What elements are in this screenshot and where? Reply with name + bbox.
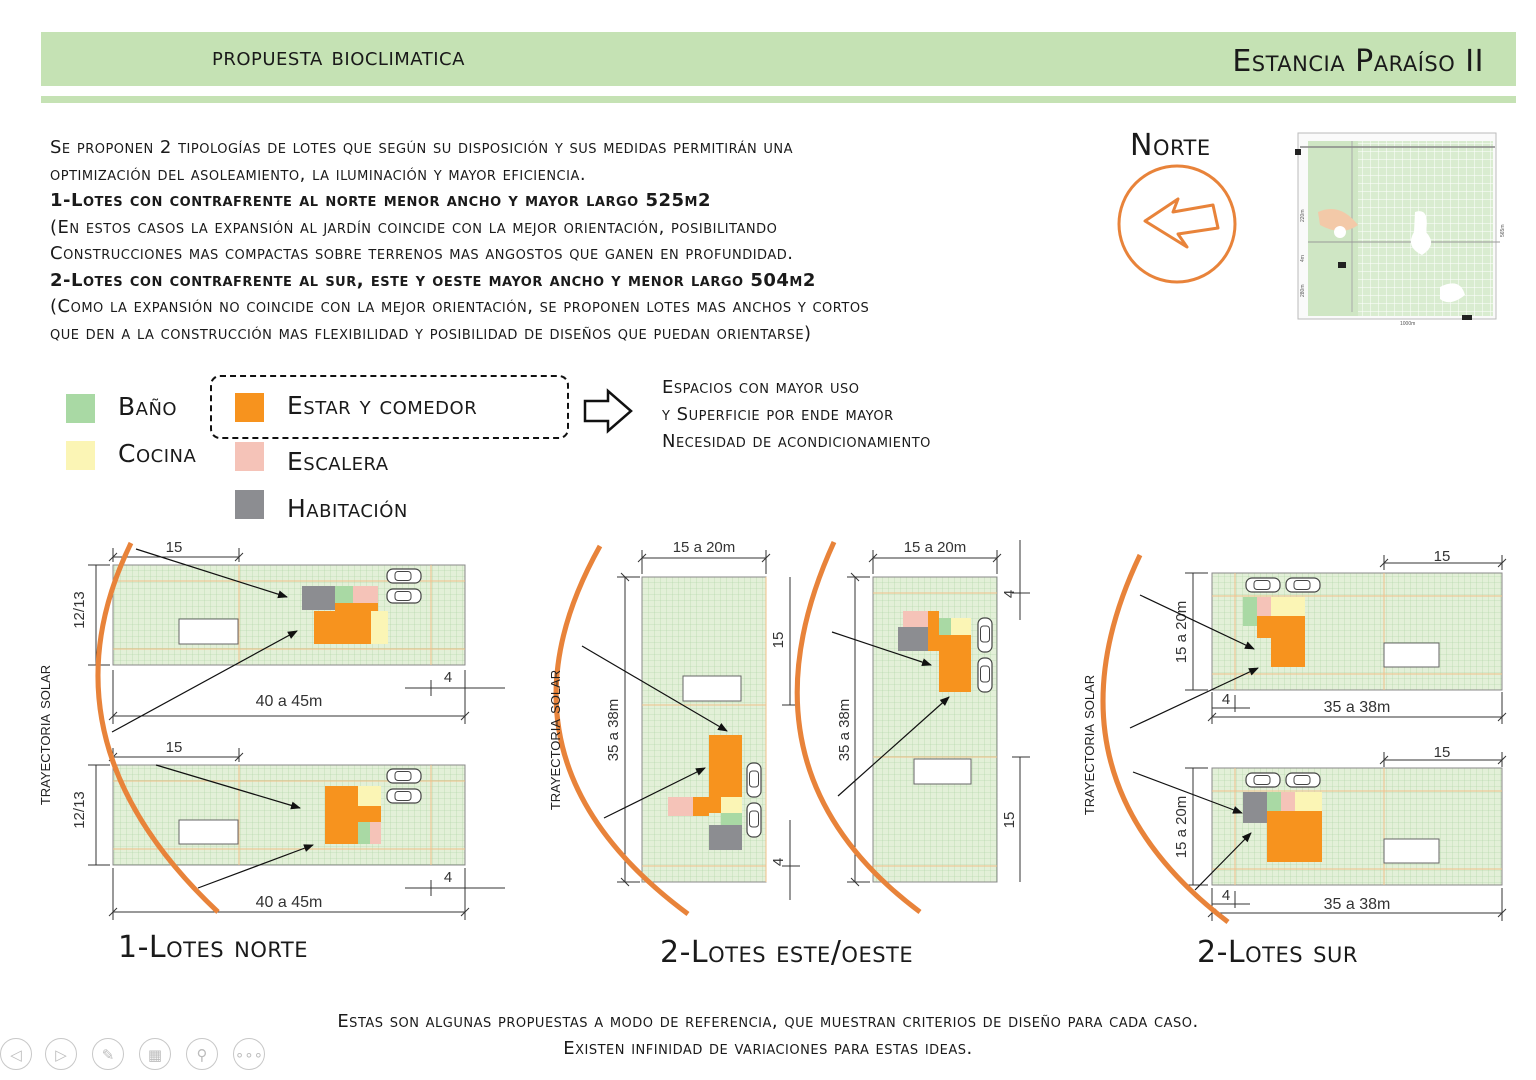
prev-slide-icon[interactable]: ◁ xyxy=(0,1038,32,1070)
footer-text: Estas son algunas propuestas a modo de r… xyxy=(0,1008,1536,1062)
legend-label-cocina: Cocina xyxy=(118,439,197,468)
note-line: y Superficie por ende mayor xyxy=(662,404,894,425)
dim-label: 4 xyxy=(444,869,452,886)
dim-label: 40 a 45m xyxy=(256,693,323,710)
header-band xyxy=(41,32,1516,86)
dim-label: 4 xyxy=(444,669,452,686)
intro-line: Construcciones mas compactas sobre terre… xyxy=(50,243,794,264)
dim-label: 15 a 20m xyxy=(1173,796,1190,859)
caption-lotes-sur: 2-Lotes sur xyxy=(1197,935,1358,970)
dim-label: 4 xyxy=(1222,887,1230,904)
caption-lotes-norte: 1-Lotes norte xyxy=(118,930,309,965)
dim-label: 12/13 xyxy=(71,791,88,829)
header-right-title: Estancia Paraíso II xyxy=(1232,44,1484,79)
dim-label: 15 xyxy=(1434,548,1451,565)
diagram-lotes-norte: 15 15 12/13 12/13 40 a 45m 4 40 a 45m 4 … xyxy=(34,539,505,920)
legend-label-estar: Estar y comedor xyxy=(287,391,478,420)
site-dim-label: 4m xyxy=(1300,255,1306,262)
note-line: Espacios con mayor uso xyxy=(662,377,860,398)
slides-grid-icon[interactable]: ▦ xyxy=(139,1038,171,1070)
intro-text: Se proponen 2 tipologías de lotes que se… xyxy=(50,135,1060,347)
dim-label: 4 xyxy=(1001,590,1018,598)
legend-highlight-box xyxy=(210,375,569,439)
header-left-title: propuesta bioclimatica xyxy=(212,42,465,72)
solar-trajectory-label: trayectoria solar xyxy=(34,665,54,805)
next-slide-icon[interactable]: ▷ xyxy=(45,1038,77,1070)
intro-line: optimización del asoleamiento, la ilumin… xyxy=(50,163,587,185)
arrow-right-icon xyxy=(583,388,633,434)
dim-label: 4 xyxy=(1222,691,1230,708)
legend-swatch-escalera xyxy=(235,442,264,471)
intro-line: 2-Lotes con contrafrente al sur, este y … xyxy=(50,269,816,291)
intro-line: que den a la construcción mas flexibilid… xyxy=(50,322,812,344)
legend-label-habitacion: Habitación xyxy=(287,494,408,523)
presentation-nav: ◁ ▷ ✎ ▦ ⚲ ∘∘∘ xyxy=(0,1038,280,1074)
legend-swatch-estar xyxy=(235,393,264,422)
dim-label: 15 a 20m xyxy=(904,539,967,556)
legend-label-bano: Baño xyxy=(118,392,178,421)
dim-label: 12/13 xyxy=(71,591,88,629)
dim-label: 15 xyxy=(770,632,787,649)
dim-label: 4 xyxy=(770,858,787,866)
dim-label: 15 a 20m xyxy=(673,539,736,556)
caption-lotes-este-oeste: 2-Lotes este/oeste xyxy=(660,935,914,970)
intro-line: Se proponen 2 tipologías de lotes que se… xyxy=(50,137,794,158)
footer-line: Estas son algunas propuestas a modo de r… xyxy=(337,1011,1199,1032)
header-rule xyxy=(41,96,1516,103)
more-options-icon[interactable]: ∘∘∘ xyxy=(233,1038,265,1070)
dim-label: 15 xyxy=(166,739,183,756)
dim-label: 15 a 20m xyxy=(1173,601,1190,664)
legend-swatch-habitacion xyxy=(235,490,264,519)
dim-label: 15 xyxy=(1434,744,1451,761)
dim-label: 35 a 38m xyxy=(605,699,622,762)
legend-swatch-bano xyxy=(66,394,95,423)
site-dim-label: 280m xyxy=(1300,284,1306,297)
dim-label: 15 xyxy=(1001,812,1018,829)
legend-swatch-cocina xyxy=(66,441,95,470)
intro-line: 1-Lotes con contrafrente al norte menor … xyxy=(50,190,711,211)
site-plan-thumbnail: 220m 4m 280m 565m 1000m xyxy=(1295,132,1506,327)
dim-label: 35 a 38m xyxy=(1324,699,1391,716)
site-dim-label: 220m xyxy=(1300,209,1306,222)
intro-line: (Como la expansión no coincide con la me… xyxy=(50,296,870,317)
dim-label: 15 xyxy=(166,539,183,556)
solar-trajectory-label: trayectoria solar xyxy=(1078,675,1098,815)
diagram-lotes-sur: 15 15 15 a 20m 15 a 20m 35 a 38m 4 35 a … xyxy=(1078,548,1507,924)
footer-line: Existen infinidad de variaciones para es… xyxy=(563,1038,973,1059)
solar-trajectory-label: trayectoria solar xyxy=(544,670,564,810)
note-line: Necesidad de acondicionamiento xyxy=(662,431,931,452)
legend-label-escalera: Escalera xyxy=(287,447,389,476)
diagram-lotes-este-oeste: 15 a 20m 15 a 20m 35 a 38m 35 a 38m 15 4… xyxy=(544,539,1030,917)
dim-label: 35 a 38m xyxy=(1324,896,1391,913)
legend-note: Espacios con mayor uso y Superficie por … xyxy=(662,374,931,455)
dim-label: 40 a 45m xyxy=(256,894,323,911)
pen-icon[interactable]: ✎ xyxy=(92,1038,124,1070)
dim-label: 35 a 38m xyxy=(836,699,853,762)
site-dim-label: 565m xyxy=(1500,224,1506,237)
intro-line: (En estos casos la expansión al jardín c… xyxy=(50,216,778,238)
north-label: Norte xyxy=(1130,128,1211,163)
north-arrow-icon xyxy=(1117,164,1237,284)
zoom-icon[interactable]: ⚲ xyxy=(186,1038,218,1070)
site-dim-label: 1000m xyxy=(1400,321,1415,327)
